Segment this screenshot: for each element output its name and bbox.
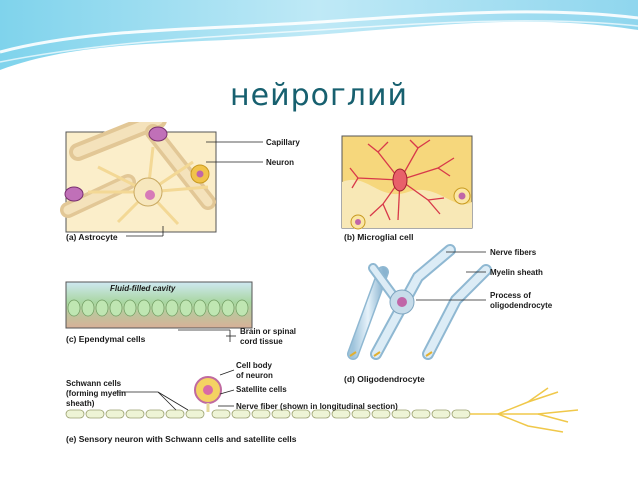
decorative-wave-header <box>0 0 638 70</box>
oligodendrocyte-caption: (d) Oligodendrocyte <box>344 374 425 384</box>
brain-tissue-label-2: cord tissue <box>240 337 283 346</box>
cell-body-label-2: of neuron <box>236 371 273 380</box>
brain-tissue-label-1: Brain or spinal <box>240 327 296 336</box>
nerve-fiber-label: Nerve fiber (shown in longitudinal secti… <box>236 402 398 411</box>
astrocyte-caption: (a) Astrocyte <box>66 232 118 242</box>
myelin-sheath-label: Myelin sheath <box>490 268 543 277</box>
nerve-ending <box>470 387 579 433</box>
microglia-branches <box>349 139 455 221</box>
microglia-caption: (b) Microglial cell <box>344 232 413 242</box>
capillary-label: Capillary <box>266 138 300 147</box>
microglia-body <box>392 168 408 192</box>
cavity-label: Fluid-filled cavity <box>110 284 176 293</box>
process-label-1: Process of <box>490 291 531 300</box>
process-label-2: oligodendrocyte <box>490 301 553 310</box>
cell-body-label-1: Cell body <box>236 361 273 370</box>
schwann-label-1: Schwann cells <box>66 379 122 388</box>
ependymal-caption: (c) Ependymal cells <box>66 334 146 344</box>
oligodendrocyte-panel <box>347 244 492 360</box>
sensory-neuron-panel <box>65 376 579 433</box>
microglia-panel <box>341 135 473 230</box>
schwann-label-3: sheath) <box>66 399 95 408</box>
nerve-fibers-label: Nerve fibers <box>490 248 537 257</box>
capillary-drawing <box>60 122 216 218</box>
schwann-label-2: (forming myelin <box>66 389 126 398</box>
ependymal-panel: Fluid-filled cavity <box>65 281 253 329</box>
astrocyte-panel <box>60 122 217 233</box>
neuron-label: Neuron <box>266 158 294 167</box>
slide-title: нейроглий <box>230 78 408 113</box>
satellite-cells-label: Satellite cells <box>236 385 287 394</box>
sensory-caption: (e) Sensory neuron with Schwann cells an… <box>66 434 297 444</box>
schwann-cell-chain <box>65 409 471 419</box>
neuroglia-diagram: Capillary Neuron (a) Astrocyte (b) M <box>60 122 579 444</box>
ependymal-cells <box>67 299 249 317</box>
astrocyte-nucleus <box>145 190 155 200</box>
